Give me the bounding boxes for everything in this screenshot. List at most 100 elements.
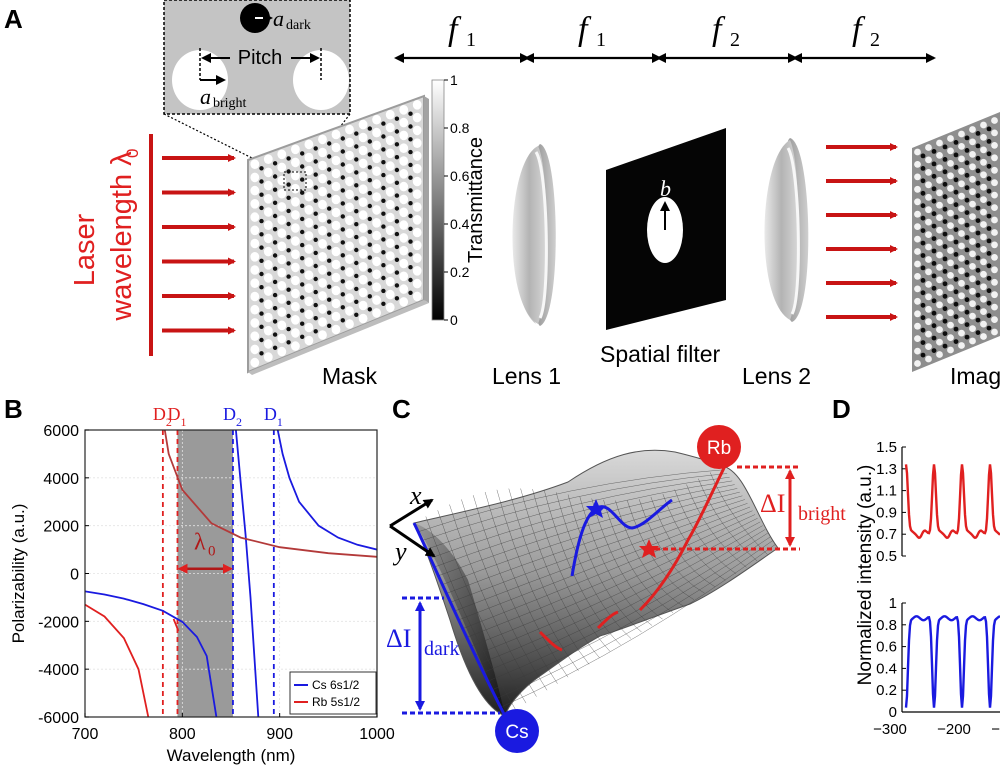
mesh-line	[472, 495, 558, 684]
d-tick-label: 0.2	[876, 682, 897, 699]
a-dark-label: a	[273, 6, 284, 31]
lens-2-label: Lens 2	[742, 363, 811, 389]
x-tick-label: 1000	[359, 726, 395, 743]
blue-star-marker	[586, 499, 606, 518]
lens-1-label: Lens 1	[492, 363, 561, 389]
mesh-line	[425, 516, 516, 710]
image-label: Imag	[950, 363, 1000, 389]
mesh-line	[463, 510, 753, 629]
y-tick-label: 6000	[43, 423, 79, 440]
delta-i-dark-subscript: dark	[424, 638, 460, 660]
y-axis-label: Polarizability (a.u.)	[9, 504, 28, 644]
focal-length-arrows: f 1 f 1 f 2 f 2	[394, 11, 936, 63]
mesh-line	[475, 521, 761, 655]
mesh-line	[567, 494, 642, 633]
d-tick-label: 1	[889, 595, 897, 612]
focal-f2-a: f	[712, 11, 726, 48]
legend-entry: Cs 6s1/2	[312, 678, 360, 692]
a-dark-subscript: dark	[286, 18, 311, 33]
d-tick-label: 0.7	[876, 526, 897, 543]
resonance-label-subscript: 1	[277, 415, 283, 429]
lambda0-label: λ	[194, 530, 206, 556]
mesh-line	[615, 500, 684, 607]
inset-unit-cell: a dark Pitch a bright	[163, 0, 351, 115]
pitch-label: Pitch	[238, 47, 282, 69]
series-line-cs	[276, 430, 377, 551]
mesh-line	[426, 476, 730, 550]
rb-annotation: Rb ΔI bright	[655, 425, 846, 551]
series-line-cs	[85, 590, 218, 717]
mesh-line	[532, 489, 611, 652]
a-bright-subscript: bright	[213, 96, 247, 111]
resonance-label: D	[223, 404, 236, 424]
axis-y-label: y	[392, 537, 407, 566]
mesh-line	[500, 544, 776, 708]
y-tick-label: -2000	[38, 614, 79, 631]
d-tick-label: 0.8	[876, 617, 897, 634]
panel-letter-c: C	[392, 394, 411, 424]
panel-letter-a: A	[4, 4, 23, 34]
series-line-rb	[85, 603, 150, 717]
panel-letter-b: B	[4, 394, 23, 424]
d-x-tick-label: −200	[937, 721, 971, 738]
laser-label-line1: Laser	[69, 213, 101, 286]
mesh-line	[422, 473, 728, 541]
d-x-tick-label: −300	[873, 721, 907, 738]
laser-label-line2: wavelength λ	[106, 151, 138, 322]
focal-f2-a-sub: 2	[730, 29, 740, 51]
mask-hole-grid	[250, 100, 422, 368]
mesh-line	[434, 484, 735, 568]
focal-f1-b: f	[578, 11, 592, 48]
mesh-line	[603, 499, 674, 613]
mesh-line	[418, 469, 725, 533]
d-tick-label: 0.5	[876, 548, 897, 565]
mesh-line	[484, 491, 569, 678]
spatial-filter-label: Spatial filter	[600, 341, 721, 367]
mesh-line	[650, 496, 716, 588]
resonance-label: D	[167, 404, 180, 424]
x-axis-label: Wavelength (nm)	[167, 746, 296, 765]
resonance-label: D	[264, 404, 277, 424]
mesh-line	[471, 517, 758, 647]
panel-d: D Normalized intensity (a.u.) 1.51.31.10…	[832, 394, 1000, 738]
transmittance-colorbar: 10.80.60.40.20 Transmittance	[431, 72, 487, 328]
resonance-label-subscript: 1	[180, 415, 186, 429]
d-tick-label: 0.6	[876, 639, 897, 656]
resonance-label: D	[153, 404, 166, 424]
mesh-line	[449, 504, 537, 697]
y-tick-label: 0	[70, 567, 79, 584]
mesh-line	[555, 492, 632, 639]
series-line-rb	[163, 430, 377, 558]
colorbar-tick-label: 0.2	[450, 264, 470, 280]
colorbar-tick-label: 0	[450, 312, 458, 328]
mesh-line	[467, 514, 756, 638]
focal-f1-a-sub: 1	[466, 29, 476, 51]
y-tick-label: 2000	[43, 519, 79, 536]
laser-label: Laser wavelength λ 0	[69, 134, 153, 356]
focal-f1-a: f	[448, 11, 462, 48]
panel-c: C x y Rb	[386, 394, 846, 753]
mesh-line	[430, 480, 733, 559]
colorbar-label: Transmittance	[465, 137, 487, 263]
mesh-line	[480, 525, 763, 664]
delta-i-bright-label: ΔI	[760, 489, 785, 518]
series-line-rb	[172, 618, 180, 632]
lens-2-shape	[764, 138, 809, 322]
colorbar-tick-label: 0.4	[450, 216, 470, 232]
panel-letter-d: D	[832, 394, 851, 424]
potential-surface	[412, 449, 779, 717]
mesh-line	[496, 489, 579, 671]
cs-annotation: ΔI dark Cs	[386, 596, 539, 753]
mesh-line	[455, 503, 748, 611]
mesh-line	[591, 498, 663, 620]
d-tick-label: 0.4	[876, 660, 897, 677]
lens-1-shape	[512, 144, 556, 326]
output-arrows	[826, 143, 898, 321]
mesh-line	[459, 506, 751, 620]
x-tick-label: 800	[169, 726, 196, 743]
y-tick-label: 4000	[43, 471, 79, 488]
rb-badge-label: Rb	[707, 438, 731, 459]
